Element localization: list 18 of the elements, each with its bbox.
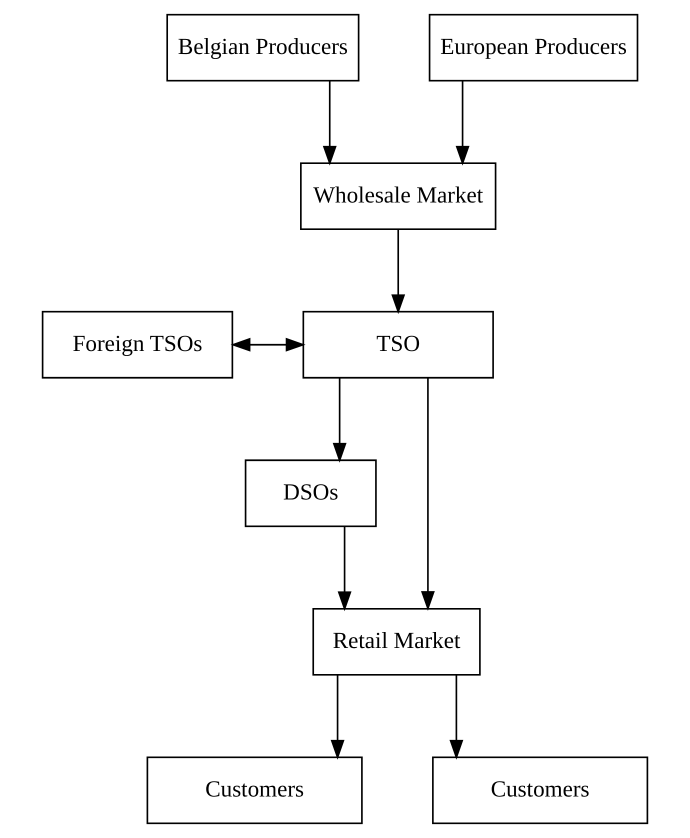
arrow: [332, 378, 347, 463]
arrow: [420, 378, 435, 611]
node-box: Foreign TSOs: [42, 310, 234, 379]
arrow: [330, 675, 345, 760]
arrow: [230, 338, 306, 352]
arrow: [322, 81, 337, 166]
arrow: [338, 526, 352, 612]
node-box: Customers: [146, 756, 363, 824]
node-box: Customers: [432, 756, 648, 824]
node-box: Retail Market: [312, 608, 481, 676]
node-box: Wholesale Market: [300, 162, 496, 230]
node-box: TSO: [302, 310, 494, 379]
arrow: [391, 230, 406, 314]
arrow: [456, 81, 470, 166]
node-box: European Producers: [428, 14, 638, 82]
arrow: [449, 675, 464, 760]
node-box: Belgian Producers: [166, 14, 360, 82]
node-box: DSOs: [244, 459, 377, 528]
